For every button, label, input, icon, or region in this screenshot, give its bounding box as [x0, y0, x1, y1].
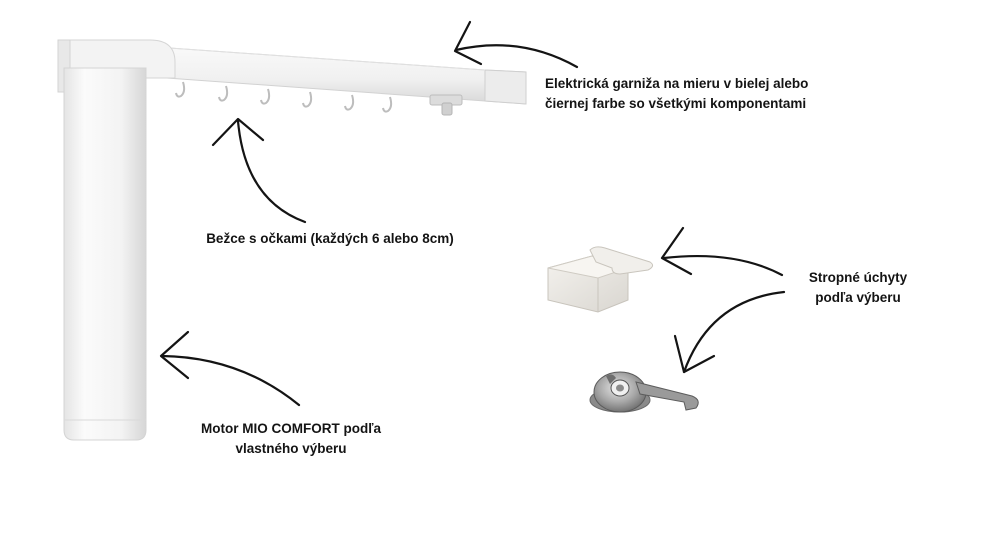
arrow-motor [160, 354, 301, 407]
motor-caption-line1: Motor MIO COMFORT podľa [201, 421, 381, 436]
curtain-track-image [111, 43, 527, 116]
clip-bracket-image [589, 371, 699, 413]
arrow-icon [159, 20, 786, 407]
runners-caption: Bežce s očkami (každých 6 alebo 8cm) [180, 229, 480, 249]
track-caption-line1: Elektrická garniža na mieru v bielej ale… [545, 76, 809, 91]
motor-caption: Motor MIO COMFORT podľa vlastného výberu [176, 419, 406, 459]
runner-hooks [175, 81, 393, 113]
arrow-track [454, 44, 579, 69]
motor-caption-line2: vlastného výberu [235, 441, 347, 456]
brackets-caption-line1: Stropné úchyty [808, 270, 908, 285]
arrow-runners [236, 119, 307, 224]
motor-image [57, 39, 176, 441]
brackets-caption: Stropné úchyty podľa výberu [778, 268, 938, 308]
arrow-bracket-upper [662, 254, 784, 277]
track-caption: Elektrická garniža na mieru v bielej ale… [545, 74, 808, 114]
runners-caption-line1: Bežce s očkami (každých 6 alebo 8cm) [206, 231, 454, 246]
ceiling-bracket-image [547, 246, 654, 313]
track-caption-line2: čiernej farbe so všetkými komponentami [545, 96, 807, 111]
brackets-caption-line2: podľa výberu [815, 290, 901, 305]
arrow-bracket-lower [682, 290, 786, 374]
